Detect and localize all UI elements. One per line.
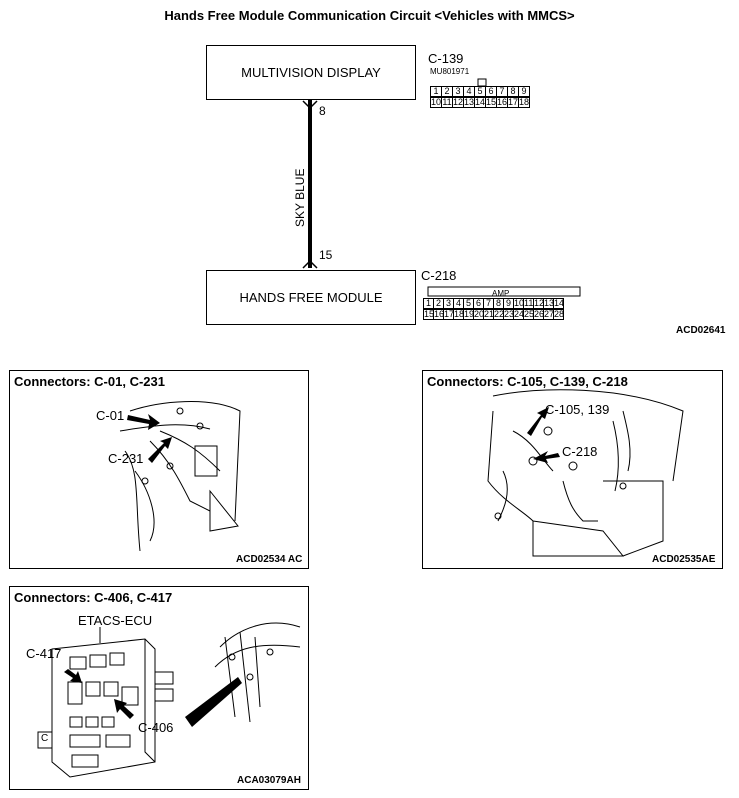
panel3-ecu-label: ETACS-ECU (78, 613, 153, 628)
panel-connectors-c406-c417: Connectors: C-406, C-417 ETACS-ECU C-417… (9, 586, 309, 790)
panel1-label-b: C-231 (108, 451, 144, 466)
c139-pin: 14 (475, 97, 486, 108)
hands-free-module-box: HANDS FREE MODULE (206, 270, 416, 325)
c218-pin: 18 (454, 309, 465, 320)
c218-pin: 2 (434, 298, 444, 309)
panel3-code: ACA03079AH (237, 775, 301, 786)
panel1-label-a: C-01 (96, 408, 125, 423)
connector-c139-label: C-139 (428, 51, 464, 66)
multivision-display-label: MULTIVISION DISPLAY (241, 65, 381, 80)
c139-pin: 18 (519, 97, 530, 108)
c218-pin: 28 (554, 309, 565, 320)
c218-pin: 1 (423, 298, 434, 309)
c139-pin: 2 (442, 86, 453, 97)
hands-free-module-label: HANDS FREE MODULE (239, 290, 383, 305)
c139-pin: 7 (497, 86, 508, 97)
c218-pin: 22 (494, 309, 505, 320)
wire-top-terminal (302, 100, 318, 110)
c139-pin: 10 (430, 97, 442, 108)
c218-pin: 26 (534, 309, 545, 320)
c218-pin: 21 (484, 309, 495, 320)
c218-pin: 7 (484, 298, 494, 309)
c218-pin: 24 (514, 309, 525, 320)
panel-connectors-c01-c231: Connectors: C-01, C-231 C-01 C-231 ACD02… (9, 370, 309, 569)
panel1-arrow-a (127, 414, 160, 430)
c139-pin: 13 (464, 97, 475, 108)
panel2-label-a: C-105, 139 (545, 402, 610, 417)
panel2-title: Connectors: C-105, C-139, C-218 (427, 374, 628, 389)
c139-pin: 17 (508, 97, 519, 108)
c139-pin: 9 (519, 86, 530, 97)
panel2-illustration (487, 389, 684, 557)
c218-pin: 6 (474, 298, 484, 309)
c139-pin: 16 (497, 97, 508, 108)
c218-pin: 4 (454, 298, 464, 309)
c218-housing-top (427, 286, 581, 297)
etacs-ecu-body (51, 638, 156, 778)
connector-c139-part: MU801971 (430, 67, 470, 76)
c139-pin: 3 (453, 86, 464, 97)
connector-c218-amp: AMP (492, 289, 510, 298)
c218-pin: 15 (423, 309, 435, 320)
c218-pin: 13 (544, 298, 555, 309)
c218-pin: 27 (544, 309, 555, 320)
c139-pin: 12 (453, 97, 464, 108)
panel3-label-a: C-417 (26, 646, 62, 661)
c218-pin: 16 (434, 309, 445, 320)
c139-pin: 6 (486, 86, 497, 97)
panel-connectors-c105-c139-c218: Connectors: C-105, C-139, C-218 C-105, 1… (422, 370, 723, 569)
wire-pin-bottom: 15 (319, 248, 333, 262)
c218-pin: 9 (504, 298, 514, 309)
c218-pin: 10 (514, 298, 525, 309)
panel1-arrow-b (148, 437, 172, 463)
diagram-title: Hands Free Module Communication Circuit … (164, 8, 575, 23)
c139-pin: 15 (486, 97, 497, 108)
c139-pin: 8 (508, 86, 519, 97)
panel3-label-b: C-406 (138, 720, 174, 735)
c218-pin: 5 (464, 298, 474, 309)
panel3-arrow-b (114, 699, 134, 719)
panel3-label-c: C (41, 733, 49, 744)
c218-pin: 3 (444, 298, 454, 309)
c139-pin: 11 (442, 97, 453, 108)
panel2-label-b: C-218 (562, 444, 598, 459)
panel3-illustration (37, 622, 301, 778)
panel3-locator-wedge (185, 677, 242, 727)
c218-pin: 8 (494, 298, 504, 309)
c218-pin: 14 (554, 298, 565, 309)
wire-color-label: SKY BLUE (293, 168, 307, 227)
c139-pin: 4 (464, 86, 475, 97)
panel3-arrow-a (64, 669, 82, 683)
multivision-display-box: MULTIVISION DISPLAY (206, 45, 416, 100)
c218-pin: 20 (474, 309, 485, 320)
panel2-code: ACD02535AE (652, 554, 716, 565)
connector-c218-label: C-218 (421, 268, 457, 283)
c218-pin: 23 (504, 309, 515, 320)
c218-pin: 12 (534, 298, 545, 309)
c218-pin: 19 (464, 309, 475, 320)
panel1-code: ACD02534 AC (236, 554, 303, 565)
panel2-arrow-b (533, 451, 560, 463)
main-diagram-code: ACD02641 (676, 325, 726, 336)
wire-pin-top: 8 (319, 104, 326, 118)
c218-pin: 25 (524, 309, 535, 320)
panel1-illustration (119, 401, 241, 552)
c139-pin: 1 (430, 86, 442, 97)
panel1-title: Connectors: C-01, C-231 (14, 374, 165, 389)
panel3-title: Connectors: C-406, C-417 (14, 590, 173, 605)
c139-latch (477, 78, 487, 87)
c218-pin: 11 (524, 298, 534, 309)
c218-pin: 17 (444, 309, 455, 320)
panel2-arrow-a (527, 407, 549, 436)
wire-bottom-terminal (302, 259, 318, 269)
